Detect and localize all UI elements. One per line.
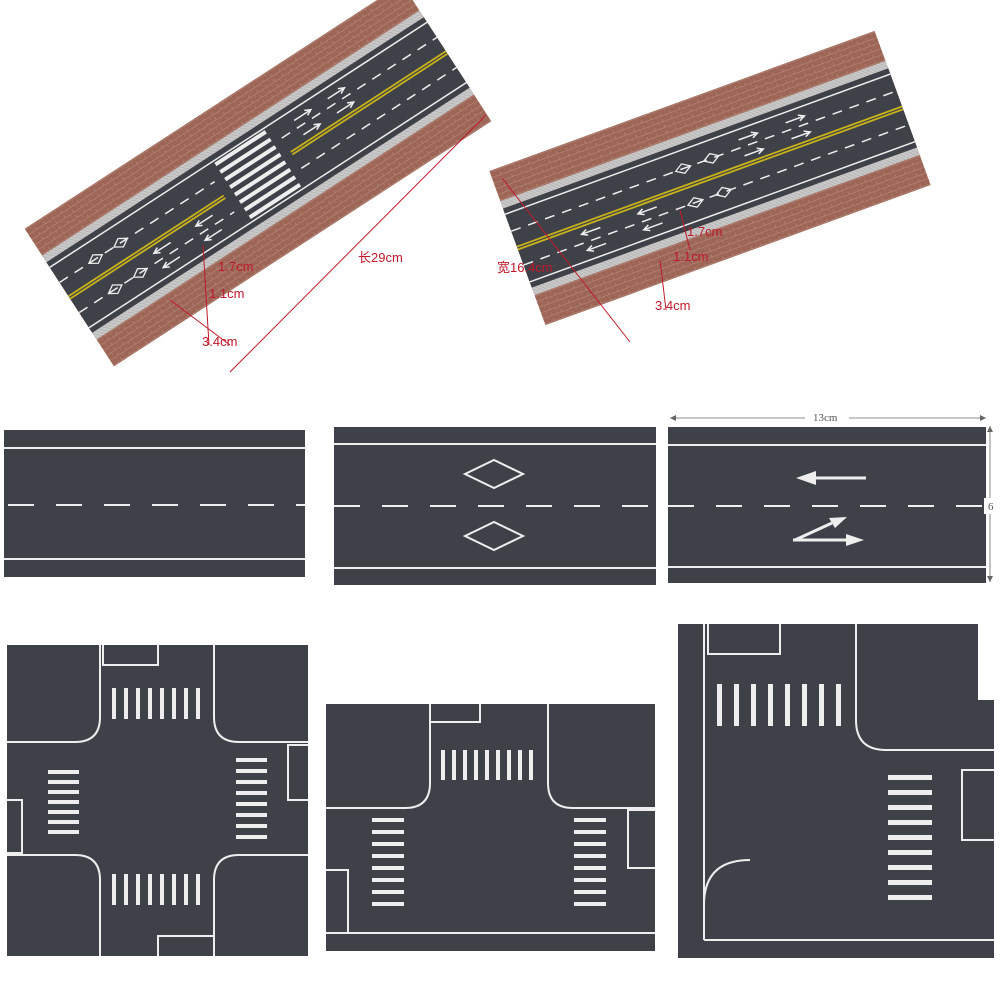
- width-dimension-line: [501, 177, 631, 343]
- crosswalk-west: [48, 770, 79, 834]
- dimension-lines-left: 长29cm 1.7cm 1.1cm 3.4cm: [169, 114, 487, 373]
- diamond-markings: [87, 237, 149, 295]
- asphalt: [502, 68, 918, 288]
- tile-width-label: 13cm: [813, 412, 838, 424]
- length-label: 长29cm: [358, 250, 403, 265]
- curb-label: 1.1cm: [209, 286, 244, 301]
- tile-arrow-road: [668, 427, 986, 583]
- lane-arrows: [579, 114, 812, 252]
- length-dimension-line: [229, 114, 487, 373]
- crosswalk-east: [236, 758, 267, 839]
- crosswalk-west: [372, 818, 404, 906]
- diamond-marking: [462, 458, 526, 490]
- curb-label: 1.1cm: [673, 249, 708, 264]
- tile-t-intersection: [326, 704, 655, 951]
- lane-edge-label: 1.7cm: [218, 259, 253, 274]
- straight-right-arrow-marking: [793, 517, 864, 546]
- lane-edge-label: 1.7cm: [687, 224, 722, 239]
- sidewalk-label: 3.4cm: [202, 334, 237, 349]
- curb: [500, 60, 889, 209]
- yellow-center-line: [516, 105, 903, 248]
- road-photo-right: [489, 30, 931, 326]
- tile-straight-road: [4, 430, 305, 577]
- tile-dimensions: 13cm 6: [670, 409, 998, 582]
- width-label: 宽16.4cm: [497, 260, 553, 275]
- crosswalk-north: [441, 750, 533, 780]
- tile-height-label: 6: [988, 501, 994, 513]
- tile-four-way-intersection: [7, 645, 308, 956]
- yellow-center-line: [67, 194, 225, 298]
- tile-corner-road: [678, 624, 994, 958]
- tile-diamond-road: [334, 427, 656, 585]
- crosswalk-north: [112, 688, 200, 719]
- crosswalk-east: [574, 818, 606, 906]
- left-arrow-marking: [796, 471, 866, 485]
- road-photo-left: [24, 0, 492, 367]
- crosswalk: [214, 130, 302, 220]
- curb: [42, 10, 424, 263]
- diamond-markings: [674, 152, 733, 208]
- crosswalk-east: [888, 775, 932, 900]
- crosswalk-south: [112, 874, 200, 905]
- curb: [92, 87, 474, 340]
- crosswalk-north: [717, 684, 841, 726]
- diamond-marking: [462, 520, 526, 552]
- curb: [531, 147, 920, 296]
- asphalt: [46, 17, 470, 333]
- sidewalk-label: 3.4cm: [655, 298, 690, 313]
- dimension-lines-right: 宽16.4cm 1.7cm 1.1cm 3.4cm: [497, 177, 722, 343]
- lane-arrows: [152, 86, 356, 269]
